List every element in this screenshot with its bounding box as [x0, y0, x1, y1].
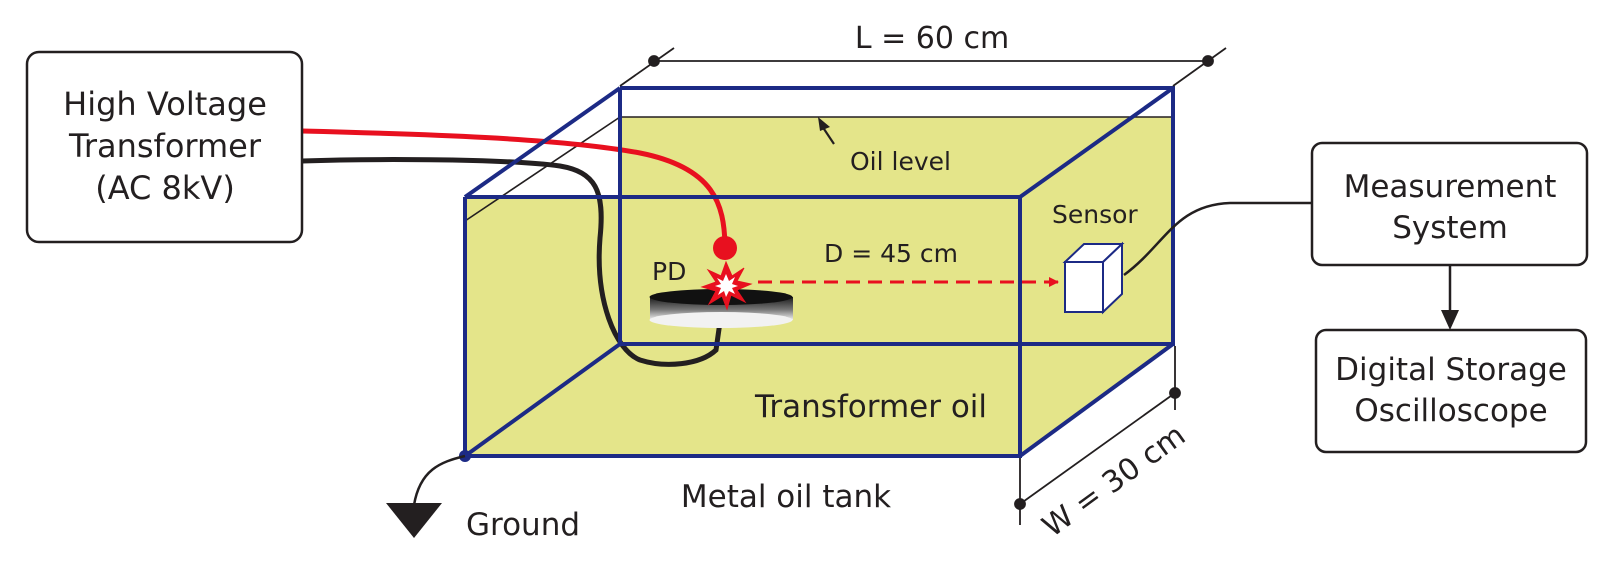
hv-electrode-tip	[713, 236, 737, 260]
dso-box	[1314, 328, 1588, 454]
tank-outline	[463, 86, 1175, 458]
ground-arrow-icon	[386, 503, 442, 538]
width-dimension	[1014, 346, 1181, 525]
oil-level-pointer	[818, 117, 835, 145]
sensor-cable	[1123, 201, 1312, 277]
arrow-head-icon	[1441, 310, 1459, 330]
measurement-line2: System	[1392, 210, 1508, 246]
length-label: L = 60 cm	[855, 21, 1009, 56]
ground-lead	[412, 454, 466, 506]
hv-transformer-line1: High Voltage	[63, 85, 267, 123]
measurement-line1: Measurement	[1344, 169, 1557, 205]
dso-line1: Digital Storage	[1335, 352, 1567, 388]
metal-oil-tank-label: Metal oil tank	[681, 479, 891, 515]
oil-level-line-left	[464, 116, 621, 222]
oil-level-label: Oil level	[850, 147, 951, 176]
distance-label: D = 45 cm	[824, 239, 958, 268]
cube-icon	[1062, 241, 1125, 315]
dso-line2: Oscilloscope	[1354, 393, 1547, 429]
hv-transformer-line3: (AC 8kV)	[95, 169, 235, 207]
transformer-oil-label: Transformer oil	[754, 389, 987, 425]
high-voltage-wire	[301, 128, 728, 246]
sensor-label: Sensor	[1052, 200, 1138, 229]
ground-wire	[301, 157, 723, 367]
length-dimension	[619, 47, 1227, 87]
pd-label: PD	[652, 257, 686, 286]
hv-transformer-box	[25, 50, 304, 244]
hv-transformer-line2: Transformer	[68, 127, 262, 165]
ground-label: Ground	[466, 507, 580, 543]
starburst-icon	[700, 260, 753, 311]
